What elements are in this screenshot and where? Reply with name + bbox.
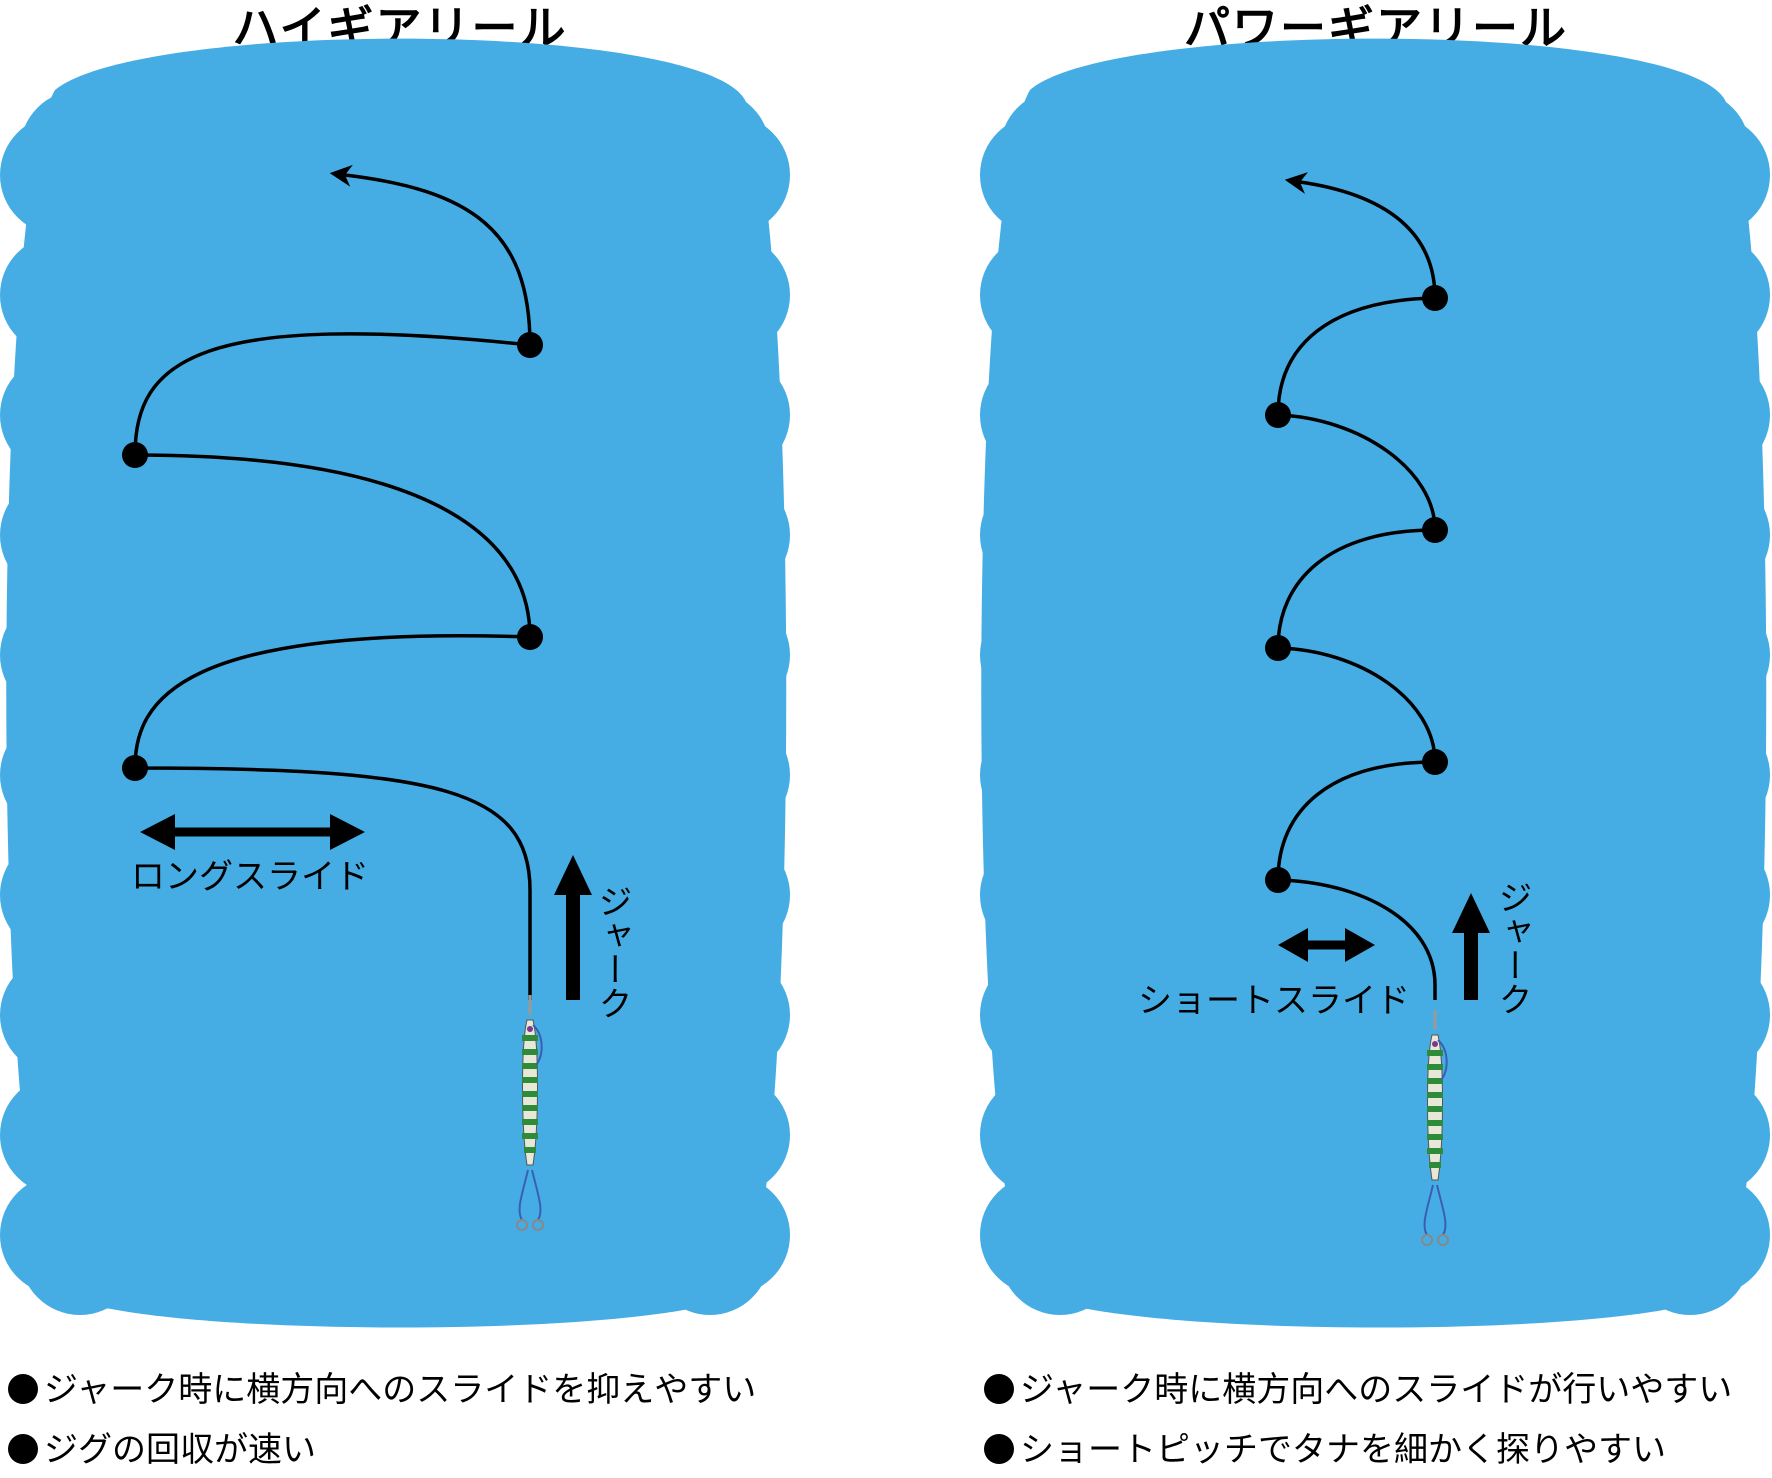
- right-water-area: [980, 38, 1770, 1328]
- bullet-dot-icon: [8, 1374, 38, 1404]
- double-arrow-icon: [1278, 928, 1375, 962]
- bullet-dot-icon: [984, 1374, 1014, 1404]
- left-water-area: [0, 38, 790, 1328]
- right-note-1-text: ジャーク時に横方向へのスライドが行いやすい: [1020, 1370, 1733, 1410]
- turn-point: [122, 755, 148, 781]
- turn-point: [1265, 635, 1291, 661]
- bullet-dot-icon: [984, 1434, 1014, 1464]
- left-turn-points: [122, 332, 543, 781]
- jig-lure-icon: [516, 995, 544, 1231]
- turn-point: [517, 624, 543, 650]
- turn-point: [1265, 402, 1291, 428]
- jig-lure-icon: [1421, 1010, 1449, 1246]
- left-note-1-text: ジャーク時に横方向へのスライドを抑えやすい: [44, 1370, 757, 1410]
- right-water-shape: [981, 38, 1767, 1328]
- arrow-up-icon: [1452, 893, 1490, 1000]
- left-slide-label: ロングスライド: [131, 857, 369, 897]
- right-slide-label: ショートスライド: [1138, 981, 1410, 1021]
- turn-point: [1422, 517, 1448, 543]
- arrow-up-icon: [554, 855, 592, 1000]
- bullet-dot-icon: [8, 1434, 38, 1464]
- left-water-scallops: [0, 90, 790, 1315]
- right-turn-points: [1265, 285, 1448, 893]
- left-water-shape: [6, 38, 787, 1328]
- turn-point: [1265, 867, 1291, 893]
- turn-point: [1422, 285, 1448, 311]
- left-note-2: ジグの回収が速い: [8, 1428, 316, 1472]
- left-jerk-text: ジャーク: [592, 884, 632, 1020]
- left-note-2-text: ジグの回収が速い: [44, 1430, 316, 1470]
- right-water-scallops: [980, 90, 1770, 1315]
- left-jerk-label: ジャーク: [592, 884, 632, 1020]
- turn-point: [517, 332, 543, 358]
- right-note-2: ショートピッチでタナを細かく探りやすい: [984, 1428, 1666, 1472]
- left-note-1: ジャーク時に横方向へのスライドを抑えやすい: [8, 1368, 756, 1412]
- turn-point: [1422, 749, 1448, 775]
- right-jerk-label: ジャーク: [1492, 880, 1532, 1016]
- turn-point: [122, 442, 148, 468]
- right-note-1: ジャーク時に横方向へのスライドが行いやすい: [984, 1368, 1732, 1412]
- double-arrow-icon: [140, 814, 365, 850]
- right-jerk-text: ジャーク: [1492, 880, 1532, 1016]
- right-note-2-text: ショートピッチでタナを細かく探りやすい: [1020, 1430, 1666, 1470]
